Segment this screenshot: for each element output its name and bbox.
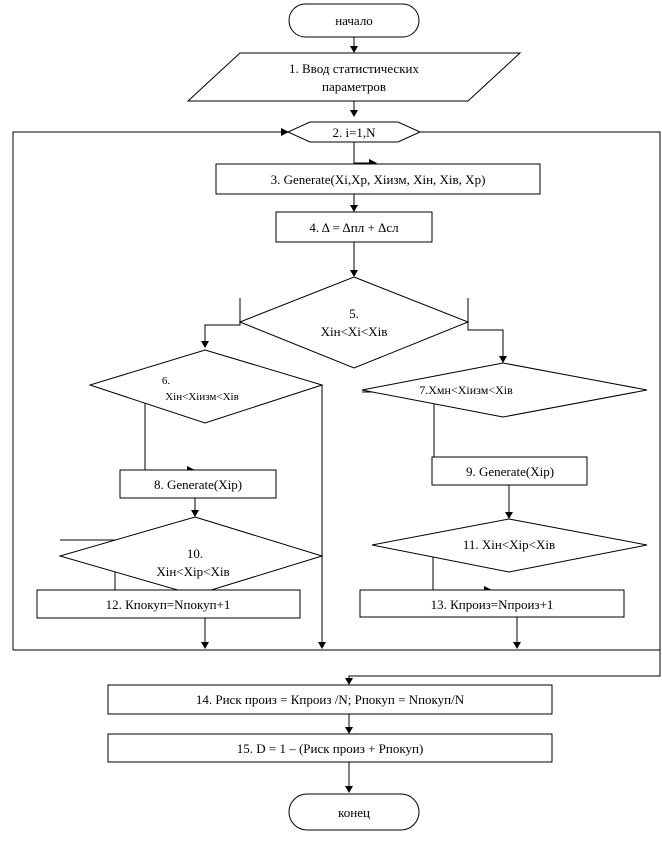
decision6 — [88, 349, 324, 424]
step9-process — [431, 456, 588, 486]
end-label: конец — [338, 805, 370, 820]
step14-process — [107, 684, 553, 715]
decision10-label-line2: Xiн<Xiр<Xiв — [156, 564, 229, 579]
loop-label: 2. i=1,N — [332, 125, 376, 140]
end-terminator — [288, 793, 420, 831]
step8-process — [119, 469, 277, 499]
step15-label: 15. D = 1 – (Риск произ + Рпокуп) — [237, 741, 424, 756]
decision5 — [238, 276, 470, 369]
decision5-label-line1: 5. — [349, 306, 359, 321]
step12-process — [36, 589, 301, 619]
input-parallelogram — [186, 52, 522, 102]
input-label-line1: 1. Ввод статистических — [289, 61, 419, 76]
step13-label: 13. Кпроиз=Nпроиз+1 — [431, 597, 554, 612]
decision7 — [361, 362, 648, 418]
step8-label: 8. Generate(Xiр) — [154, 477, 242, 492]
step15-process — [107, 733, 553, 763]
decision5-label-line2: Xiн<Xi<Xiв — [321, 324, 388, 339]
step4-process — [275, 211, 433, 243]
step9-label: 9. Generate(Xiр) — [466, 464, 554, 479]
step14-label: 14. Риск произ = Кпроиз /N; Рпокуп = Nпо… — [196, 692, 465, 707]
step12-label: 12. Кпокуп=Nпокуп+1 — [106, 597, 231, 612]
step4-label: 4. Δ = Δпл + Δсл — [309, 220, 399, 235]
input-label-line2: параметров — [322, 79, 386, 94]
decision6-label-line2: Xiн<Xiизм<Xiв — [165, 391, 239, 403]
decision10-label-line1: 10. — [187, 546, 203, 561]
loop-hexagon — [286, 121, 422, 143]
decision11 — [371, 518, 648, 573]
connectors — [12, 37, 661, 793]
start-label: начало — [335, 13, 373, 28]
decision11-label: 11. Xiн<Xiр<Xiв — [463, 537, 555, 552]
step3-label: 3. Generate(Xi,Xp, Xiизм, Xiн, Xiв, Xp) — [271, 172, 486, 187]
step13-process — [359, 589, 625, 618]
decision7-label: 7.Xмн<Xiизм<Xiв — [419, 383, 513, 397]
step3-process — [215, 163, 541, 195]
start-terminator — [288, 3, 420, 38]
decision6-label-line1: 6. — [162, 375, 171, 387]
